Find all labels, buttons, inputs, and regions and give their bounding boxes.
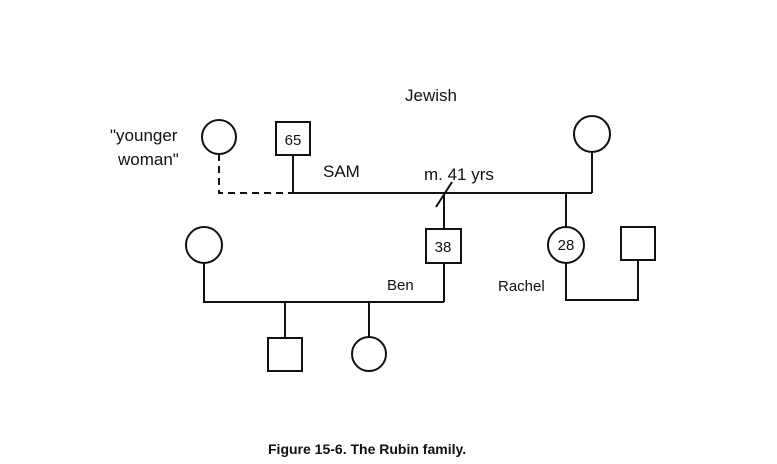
younger-woman-label-line2: woman" <box>117 150 179 169</box>
sam-wife-female-symbol <box>573 115 611 153</box>
ben-age: 38 <box>435 239 452 256</box>
sam-age: 65 <box>285 132 302 149</box>
younger-woman-female-symbol <box>201 119 237 155</box>
figure-caption: Figure 15-6. The Rubin family. <box>268 441 466 457</box>
rachel-age: 28 <box>558 237 575 254</box>
sam-name: SAM <box>323 162 360 181</box>
ben-name: Ben <box>387 277 414 294</box>
rachel-name: Rachel <box>498 278 545 295</box>
rachel-husband-male-symbol <box>620 226 656 261</box>
granddaughter-female-symbol <box>351 336 387 372</box>
ben-male-symbol <box>425 228 462 264</box>
affair-dashed-line <box>218 154 293 194</box>
heritage-label: Jewish <box>405 86 457 105</box>
younger-woman-label-line1: "younger <box>110 126 178 145</box>
rachel-marriage-line <box>565 261 639 301</box>
marriage-duration-label: m. 41 yrs <box>424 165 494 184</box>
grandson-male-symbol <box>267 337 303 372</box>
ben-marriage-line <box>203 263 444 303</box>
ben-wife-female-symbol <box>185 226 223 264</box>
